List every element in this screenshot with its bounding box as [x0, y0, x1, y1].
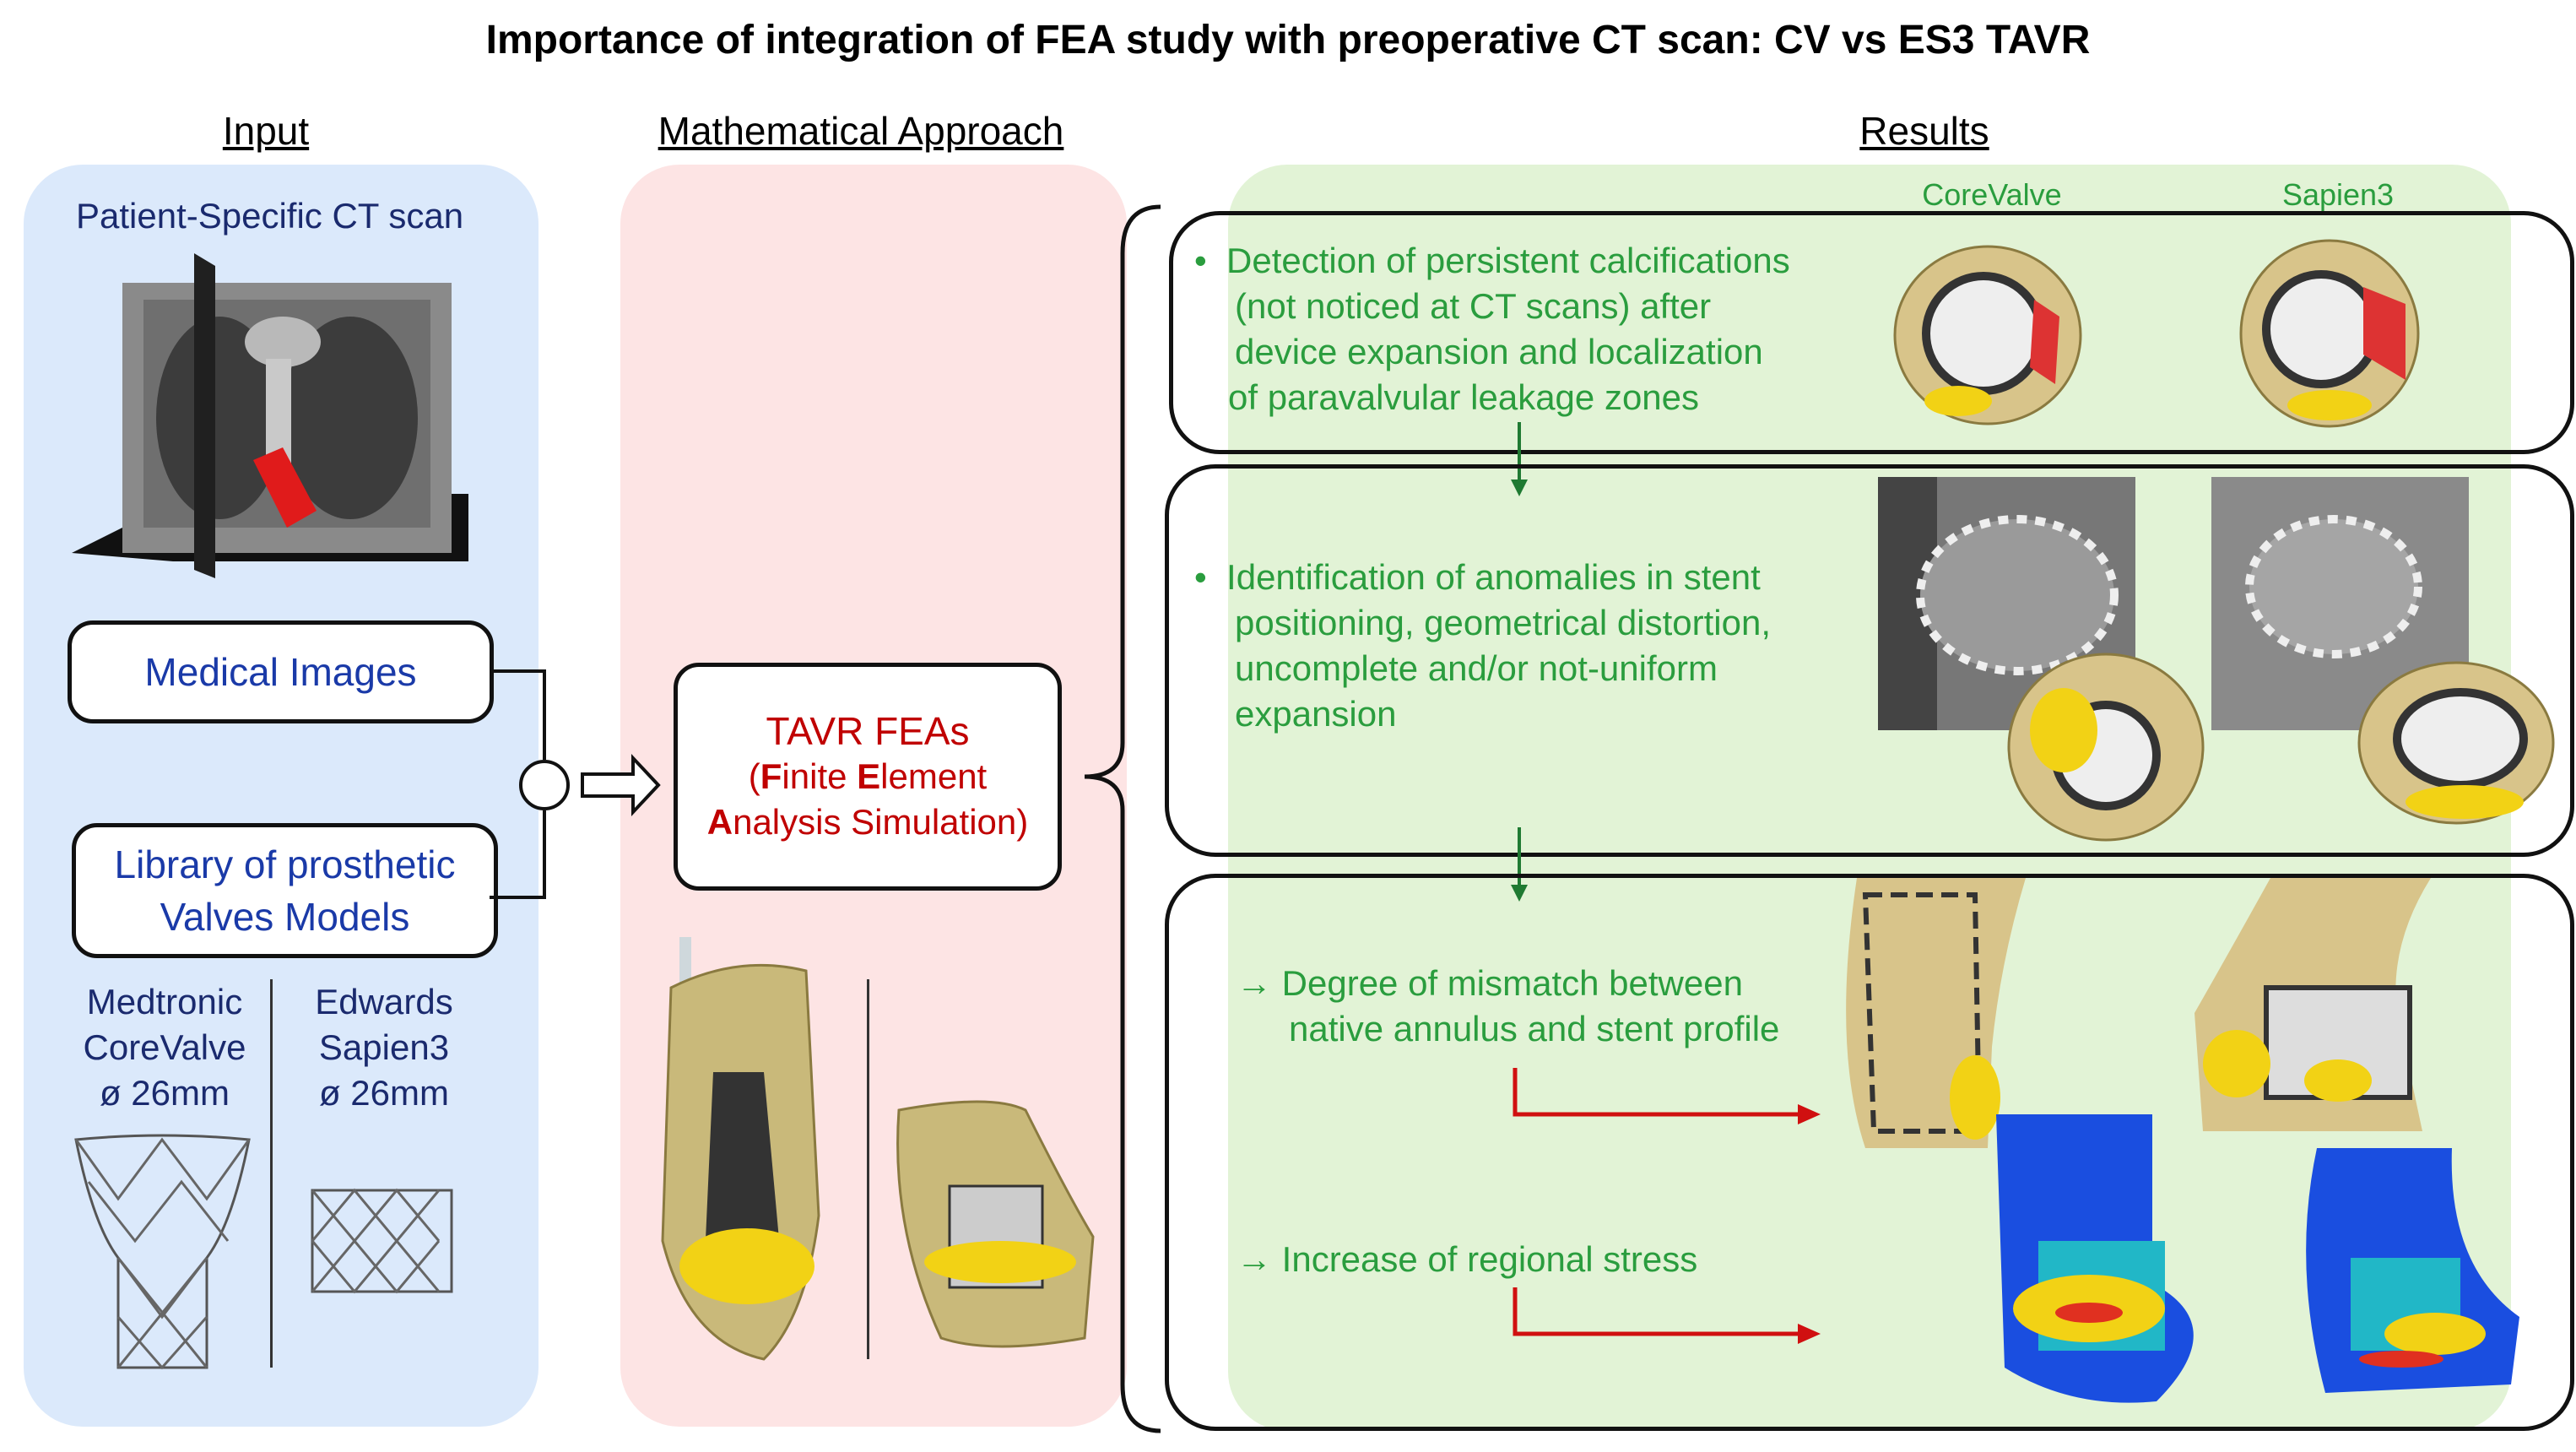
results-heading: Results [1859, 109, 1989, 153]
valve2-size: ø 26mm [318, 1073, 449, 1113]
fea-sapien3-model-image [896, 1100, 1095, 1348]
result-box-mismatch-stress [1165, 874, 2574, 1431]
arrow-text-mismatch: → Degree of mismatch between native annu… [1237, 963, 1780, 1048]
tavr-fea-line3: Analysis Simulation) [706, 802, 1029, 842]
flow-arrow-1 [1511, 422, 1528, 496]
valve-library-line1: Library of prosthetic [114, 842, 456, 886]
corevalve-stress-map-image [1996, 1114, 2194, 1403]
bullet-calcifications: • Detection of persistent calcifications… [1194, 241, 1790, 417]
col-corevalve-label: CoreValve [1922, 177, 2062, 212]
arrow-text-stress: → Increase of regional stress [1237, 1239, 1698, 1279]
figure-title: Importance of integration of FEA study w… [485, 18, 2091, 62]
valve-library-line2: Valves Models [160, 895, 410, 939]
corevalve-stent-image [74, 1134, 251, 1370]
sapien3-ct-model-image [2357, 661, 2555, 825]
tavr-fea-box: TAVR FEAs (Finite Element Analysis Simul… [674, 663, 1062, 891]
corevalve-stent-profile-image [1846, 878, 2026, 1148]
red-arrow-mismatch [1513, 1068, 1821, 1124]
valve1-model: CoreValve [83, 1027, 246, 1067]
input-connector [490, 669, 661, 899]
flow-arrow-2 [1511, 827, 1528, 902]
sapien3-stent-image [311, 1188, 453, 1294]
math-heading: Mathematical Approach [658, 109, 1064, 153]
valve1-label: Medtronic CoreValve ø 26mm [59, 979, 270, 1116]
valve-divider [270, 979, 273, 1368]
corevalve-topview-image [1893, 245, 2082, 425]
valve1-brand: Medtronic [86, 982, 243, 1021]
valve-library-box: Library of prosthetic Valves Models [72, 823, 498, 958]
ct-scan-label: Patient-Specific CT scan [76, 196, 464, 236]
bullet-anomalies: • Identification of anomalies in stent p… [1194, 557, 1772, 734]
result-box-anomalies [1165, 464, 2574, 857]
math-divider [867, 979, 869, 1359]
sapien3-stent-profile-image [2194, 878, 2431, 1131]
results-brace [1084, 204, 1161, 1433]
fea-corevalve-model-image [661, 937, 820, 1361]
sapien3-topview-image [2239, 239, 2420, 428]
valve2-model: Sapien3 [318, 1027, 450, 1067]
ct-scan-image [72, 253, 468, 578]
valve1-size: ø 26mm [99, 1073, 230, 1113]
sapien3-stress-map-image [2306, 1148, 2519, 1393]
tavr-fea-title: TAVR FEAs [766, 709, 970, 753]
medical-images-label: Medical Images [144, 650, 417, 694]
tavr-fea-line2: (Finite Element [748, 756, 988, 796]
red-arrow-stress [1513, 1287, 1821, 1344]
col-sapien3-label: Sapien3 [2281, 177, 2395, 212]
valve2-brand: Edwards [315, 982, 453, 1021]
input-heading: Input [222, 109, 310, 153]
result-box-calcifications [1169, 211, 2574, 454]
corevalve-ct-model-image [2007, 653, 2205, 842]
valve2-label: Edwards Sapien3 ø 26mm [279, 979, 490, 1116]
medical-images-box: Medical Images [68, 620, 494, 723]
